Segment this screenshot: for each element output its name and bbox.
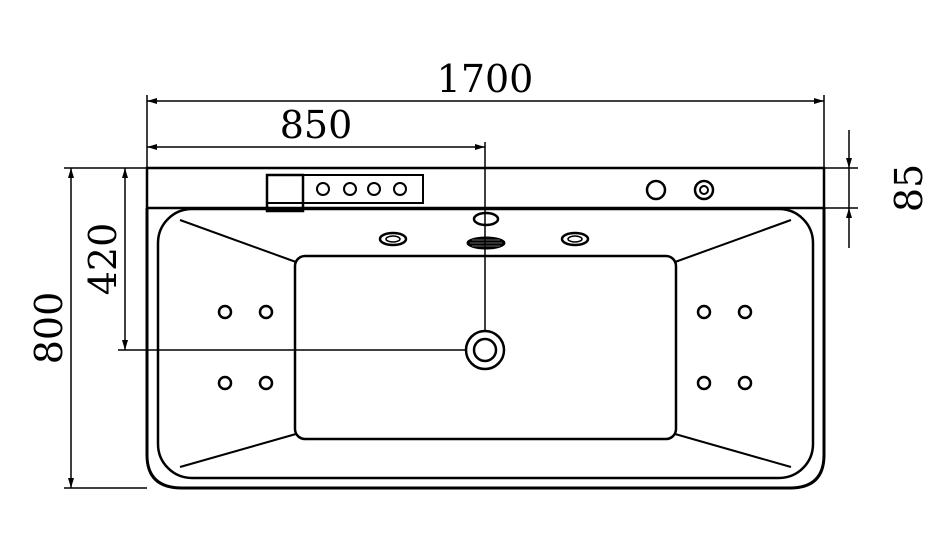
- slope-line-top-left: [179, 219, 297, 263]
- control-button-1: [316, 182, 330, 196]
- dimension-lines: [64, 95, 858, 489]
- control-panel: [265, 173, 424, 213]
- side-jet: [217, 304, 233, 320]
- side-jet: [696, 304, 712, 320]
- dim-label-total-length: 1700: [437, 57, 534, 101]
- overflow-grille-icon: [466, 236, 506, 250]
- tub-outer-wall: [145, 208, 826, 490]
- slope-line-top-right: [674, 219, 792, 263]
- headrest-jet-left: [378, 231, 408, 247]
- side-jet: [258, 375, 274, 391]
- deck-air-button: [693, 179, 715, 201]
- side-jet: [737, 304, 753, 320]
- side-jets-right: [696, 304, 753, 391]
- slope-line-bottom-right: [674, 433, 792, 468]
- drain-icon: [464, 329, 506, 371]
- side-jet: [217, 375, 233, 391]
- headrest-jet-right: [560, 231, 590, 247]
- dim-label-drain-offset-x: 850: [280, 103, 353, 147]
- control-display: [265, 173, 305, 213]
- deck-knob: [645, 179, 667, 201]
- dim-label-deck-depth: 85: [887, 164, 931, 212]
- control-button-4: [393, 182, 407, 196]
- overflow-cap: [472, 211, 500, 227]
- dim-label-drain-offset-y: 420: [81, 223, 125, 296]
- side-jet: [737, 375, 753, 391]
- control-button-3: [367, 182, 381, 196]
- dim-label-total-width: 800: [27, 292, 71, 365]
- side-jet: [258, 304, 274, 320]
- control-button-2: [343, 182, 357, 196]
- side-jets-left: [217, 304, 274, 391]
- slope-line-bottom-left: [179, 433, 297, 468]
- side-jet: [696, 375, 712, 391]
